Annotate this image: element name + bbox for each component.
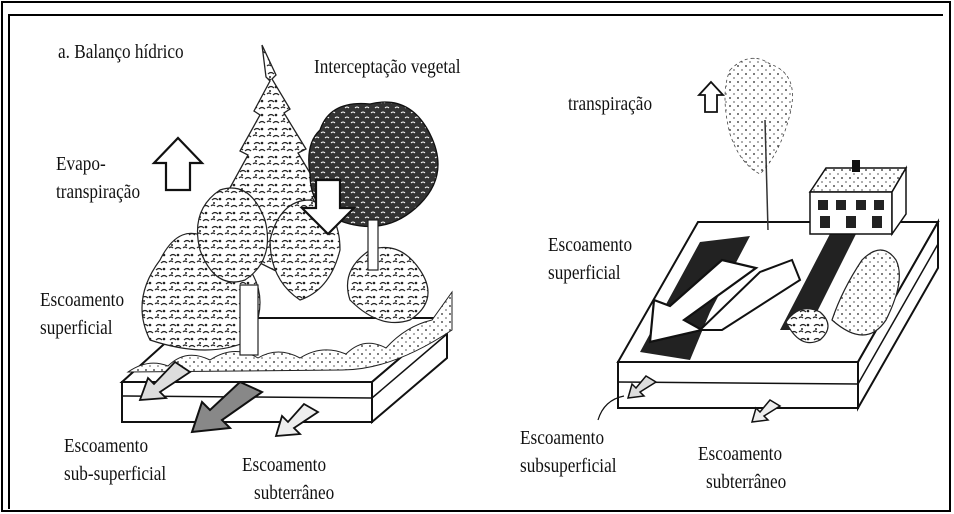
urban-groundwater-label-line1: Escoamento [698, 442, 782, 467]
urban-surface-runoff-label-line2: superficial [548, 261, 621, 286]
forest-surface-runoff-label-line2: superficial [40, 316, 113, 341]
transpiration-arrow [699, 82, 723, 112]
forest-subsurface-label-line1: Escoamento [64, 434, 148, 459]
interception-label: Interceptação vegetal [314, 55, 461, 80]
house-illustration [810, 160, 906, 234]
forest-subsurface-label-line2: sub-superficial [64, 462, 166, 487]
figure-title: a. Balanço hídrico [58, 40, 184, 65]
evapotranspiration-label-line2: transpiração [56, 180, 140, 205]
forest-groundwater-label-line1: Escoamento [242, 453, 326, 478]
urban-surface-runoff-label-line1: Escoamento [548, 233, 632, 258]
urban-subsurface-label-line1: Escoamento [520, 426, 604, 451]
forest-surface-runoff-label-line1: Escoamento [40, 288, 124, 313]
transpiration-label: transpiração [568, 92, 652, 117]
evapotranspiration-arrow [154, 138, 202, 190]
forest-landscape [122, 45, 452, 436]
evapotranspiration-label-line1: Evapo- [56, 152, 106, 177]
forest-groundwater-label-line2: subterrâneo [254, 481, 334, 506]
urban-groundwater-label-line2: subterrâneo [706, 470, 786, 495]
urban-subsurface-label-line2: subsuperficial [520, 454, 616, 479]
